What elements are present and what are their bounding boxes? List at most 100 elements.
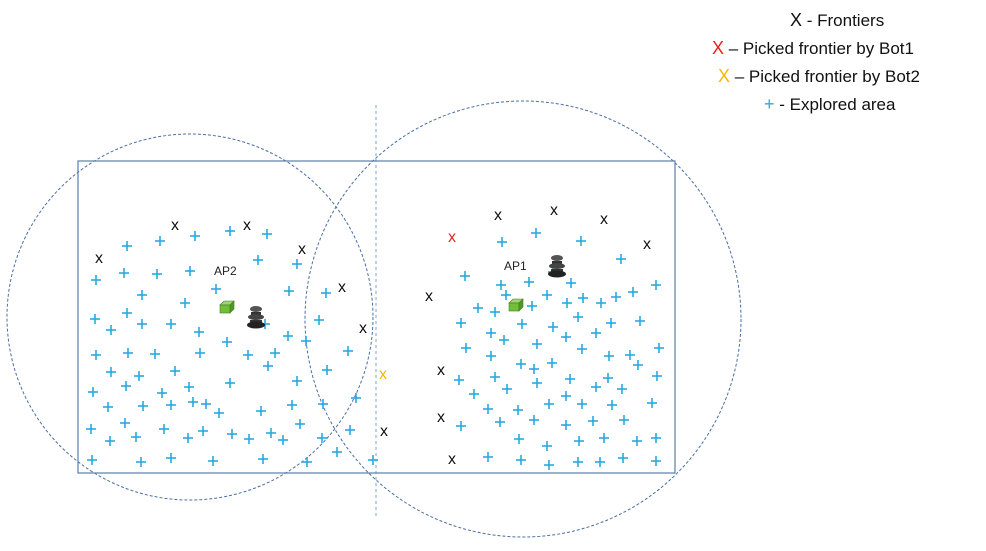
explored-plus-marker (566, 278, 576, 288)
explored-plus-marker (632, 436, 642, 446)
explored-plus-marker (606, 318, 616, 328)
explored-plus-marker (317, 433, 327, 443)
explored-plus-marker (119, 268, 129, 278)
explored-plus-marker (322, 365, 332, 375)
explored-plus-marker (577, 344, 587, 354)
explored-plus-marker (633, 360, 643, 370)
frontier-marker: x (380, 423, 388, 440)
explored-plus-marker (651, 433, 661, 443)
frontier-marker: x (95, 250, 103, 267)
explored-plus-marker (87, 455, 97, 465)
explored-plus-marker (456, 421, 466, 431)
explored-plus-marker (531, 228, 541, 238)
explored-plus-marker (516, 455, 526, 465)
robot-icon (247, 306, 265, 329)
explored-plus-marker (227, 429, 237, 439)
explored-plus-marker (573, 312, 583, 322)
frontier-marker: x (600, 211, 608, 228)
explored-plus-marker (619, 415, 629, 425)
legend-explored: + - Explored area (764, 94, 895, 115)
legend-bot2-text: – Picked frontier by Bot2 (730, 67, 920, 86)
explored-symbol: + (764, 94, 775, 114)
explored-plus-marker (502, 384, 512, 394)
explored-plus-marker (262, 229, 272, 239)
explored-plus-marker (270, 348, 280, 358)
explored-plus-marker (222, 337, 232, 347)
explored-plus-marker (263, 361, 273, 371)
legend-bot1: X – Picked frontier by Bot1 (712, 38, 914, 59)
explored-plus-marker (190, 231, 200, 241)
frontier-marker: x (437, 409, 445, 426)
explored-plus-marker (490, 307, 500, 317)
frontier-marker: x (448, 451, 456, 468)
explored-plus-marker (166, 400, 176, 410)
explored-plus-marker (166, 453, 176, 463)
bot1-symbol: X (712, 38, 725, 58)
explored-plus-marker (138, 401, 148, 411)
ap2-label: AP2 (214, 264, 237, 278)
explored-plus-marker (243, 350, 253, 360)
explored-plus-marker (157, 388, 167, 398)
frontier-marker: x (359, 320, 367, 337)
explored-plus-marker (561, 332, 571, 342)
explored-plus-marker (266, 428, 276, 438)
explored-plus-marker (180, 298, 190, 308)
explored-plus-marker (547, 358, 557, 368)
explored-plus-marker (460, 271, 470, 281)
explored-plus-marker (90, 314, 100, 324)
explored-plus-marker (368, 455, 378, 465)
explored-plus-marker (256, 406, 266, 416)
explored-plus-marker (469, 389, 479, 399)
explored-plus-marker (625, 350, 635, 360)
explored-plus-marker (195, 348, 205, 358)
explored-plus-marker (578, 293, 588, 303)
explored-plus-marker (651, 280, 661, 290)
explored-plus-marker (544, 399, 554, 409)
explored-plus-marker (122, 241, 132, 251)
explored-plus-marker (454, 375, 464, 385)
explored-plus-marker (517, 319, 527, 329)
explored-plus-marker (318, 399, 328, 409)
explored-plus-marker (561, 391, 571, 401)
explored-plus-marker (618, 453, 628, 463)
explored-plus-marker (253, 255, 263, 265)
explored-plus-marker (516, 359, 526, 369)
explored-plus-marker (106, 367, 116, 377)
bot1-picked-frontier: x (448, 229, 456, 246)
explored-plus-marker (343, 346, 353, 356)
frontier-marker: x (425, 288, 433, 305)
bot2-symbol: X (718, 66, 731, 86)
frontier-marker: x (243, 217, 251, 234)
explored-plus-marker (635, 316, 645, 326)
explored-plus-marker (287, 400, 297, 410)
explored-plus-marker (527, 301, 537, 311)
explored-area-markers (86, 226, 664, 470)
legend-frontiers-text: - Frontiers (802, 11, 885, 30)
explored-plus-marker (573, 457, 583, 467)
explored-plus-marker (529, 364, 539, 374)
explored-plus-marker (211, 284, 221, 294)
frontier-marker: x (338, 279, 346, 296)
coverage-circle-left (6, 133, 374, 501)
explored-plus-marker (524, 277, 534, 287)
explored-plus-marker (188, 397, 198, 407)
explored-plus-marker (295, 419, 305, 429)
environment-boundary (77, 160, 676, 474)
explored-plus-marker (483, 452, 493, 462)
frontier-marker: x (437, 362, 445, 379)
explored-plus-marker (499, 335, 509, 345)
explored-plus-marker (332, 447, 342, 457)
explored-plus-marker (486, 328, 496, 338)
explored-plus-marker (651, 456, 661, 466)
frontier-marker: x (550, 202, 558, 219)
explored-plus-marker (198, 426, 208, 436)
explored-plus-marker (105, 436, 115, 446)
explored-plus-marker (136, 457, 146, 467)
explored-plus-marker (185, 266, 195, 276)
explored-plus-marker (647, 398, 657, 408)
coverage-circle-right (304, 100, 742, 538)
explored-plus-marker (214, 408, 224, 418)
explored-plus-marker (607, 400, 617, 410)
explored-plus-marker (574, 436, 584, 446)
explored-plus-marker (548, 322, 558, 332)
